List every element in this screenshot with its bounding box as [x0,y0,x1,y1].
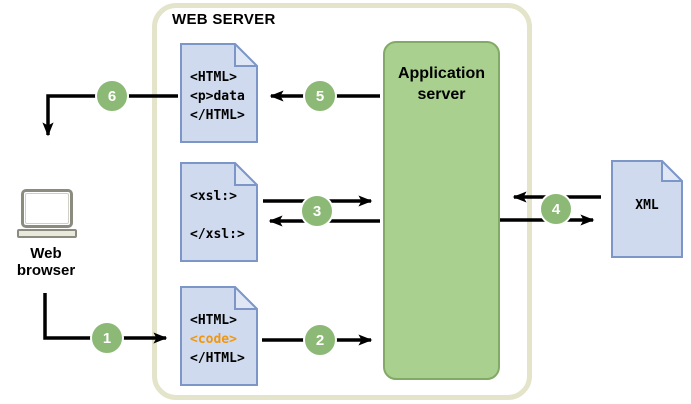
doc-line [190,206,256,225]
step-number: 3 [312,202,322,220]
document-page-icon [180,43,258,143]
web-server-title: WEB SERVER [172,11,276,28]
document-page-icon [180,162,258,262]
doc-line: <xsl:> [190,189,237,204]
doc-line: </HTML> [190,351,245,366]
laptop-screen [21,189,73,228]
step-circle-2: 2 [303,323,337,357]
step-circle-4: 4 [539,192,573,226]
document-page-icon [180,286,258,386]
laptop-screen-inner [25,193,69,224]
xsl-document: <xsl:> </xsl:> [180,162,258,262]
doc-line: <HTML> [190,313,237,328]
web-browser-label: Web browser [16,245,76,279]
doc-line-code-highlight: <code> [190,332,237,347]
step-number: 5 [315,87,325,105]
html-output-document: <HTML> <p>data </HTML> [180,43,258,143]
step-number: 1 [102,329,112,347]
doc-line: <p>data [190,89,245,104]
step-number: 2 [315,331,325,349]
step-circle-6: 6 [95,79,129,113]
doc-line: </HTML> [190,108,245,123]
xml-label: XML [635,198,659,213]
doc-line: </xsl:> [190,227,245,242]
laptop-base [17,229,77,238]
app-server-label: Application server [397,65,486,103]
step-circle-1: 1 [90,321,124,355]
step-number: 4 [551,200,561,218]
app-server-box: Application server [383,41,500,380]
step-number: 6 [107,87,117,105]
step-circle-5: 5 [303,79,337,113]
step-circle-3: 3 [300,194,334,228]
xml-document: XML [611,158,685,258]
html-code-document: <HTML> <code> </HTML> [180,286,258,386]
doc-line: <HTML> [190,70,237,85]
document-page-icon [611,158,685,258]
